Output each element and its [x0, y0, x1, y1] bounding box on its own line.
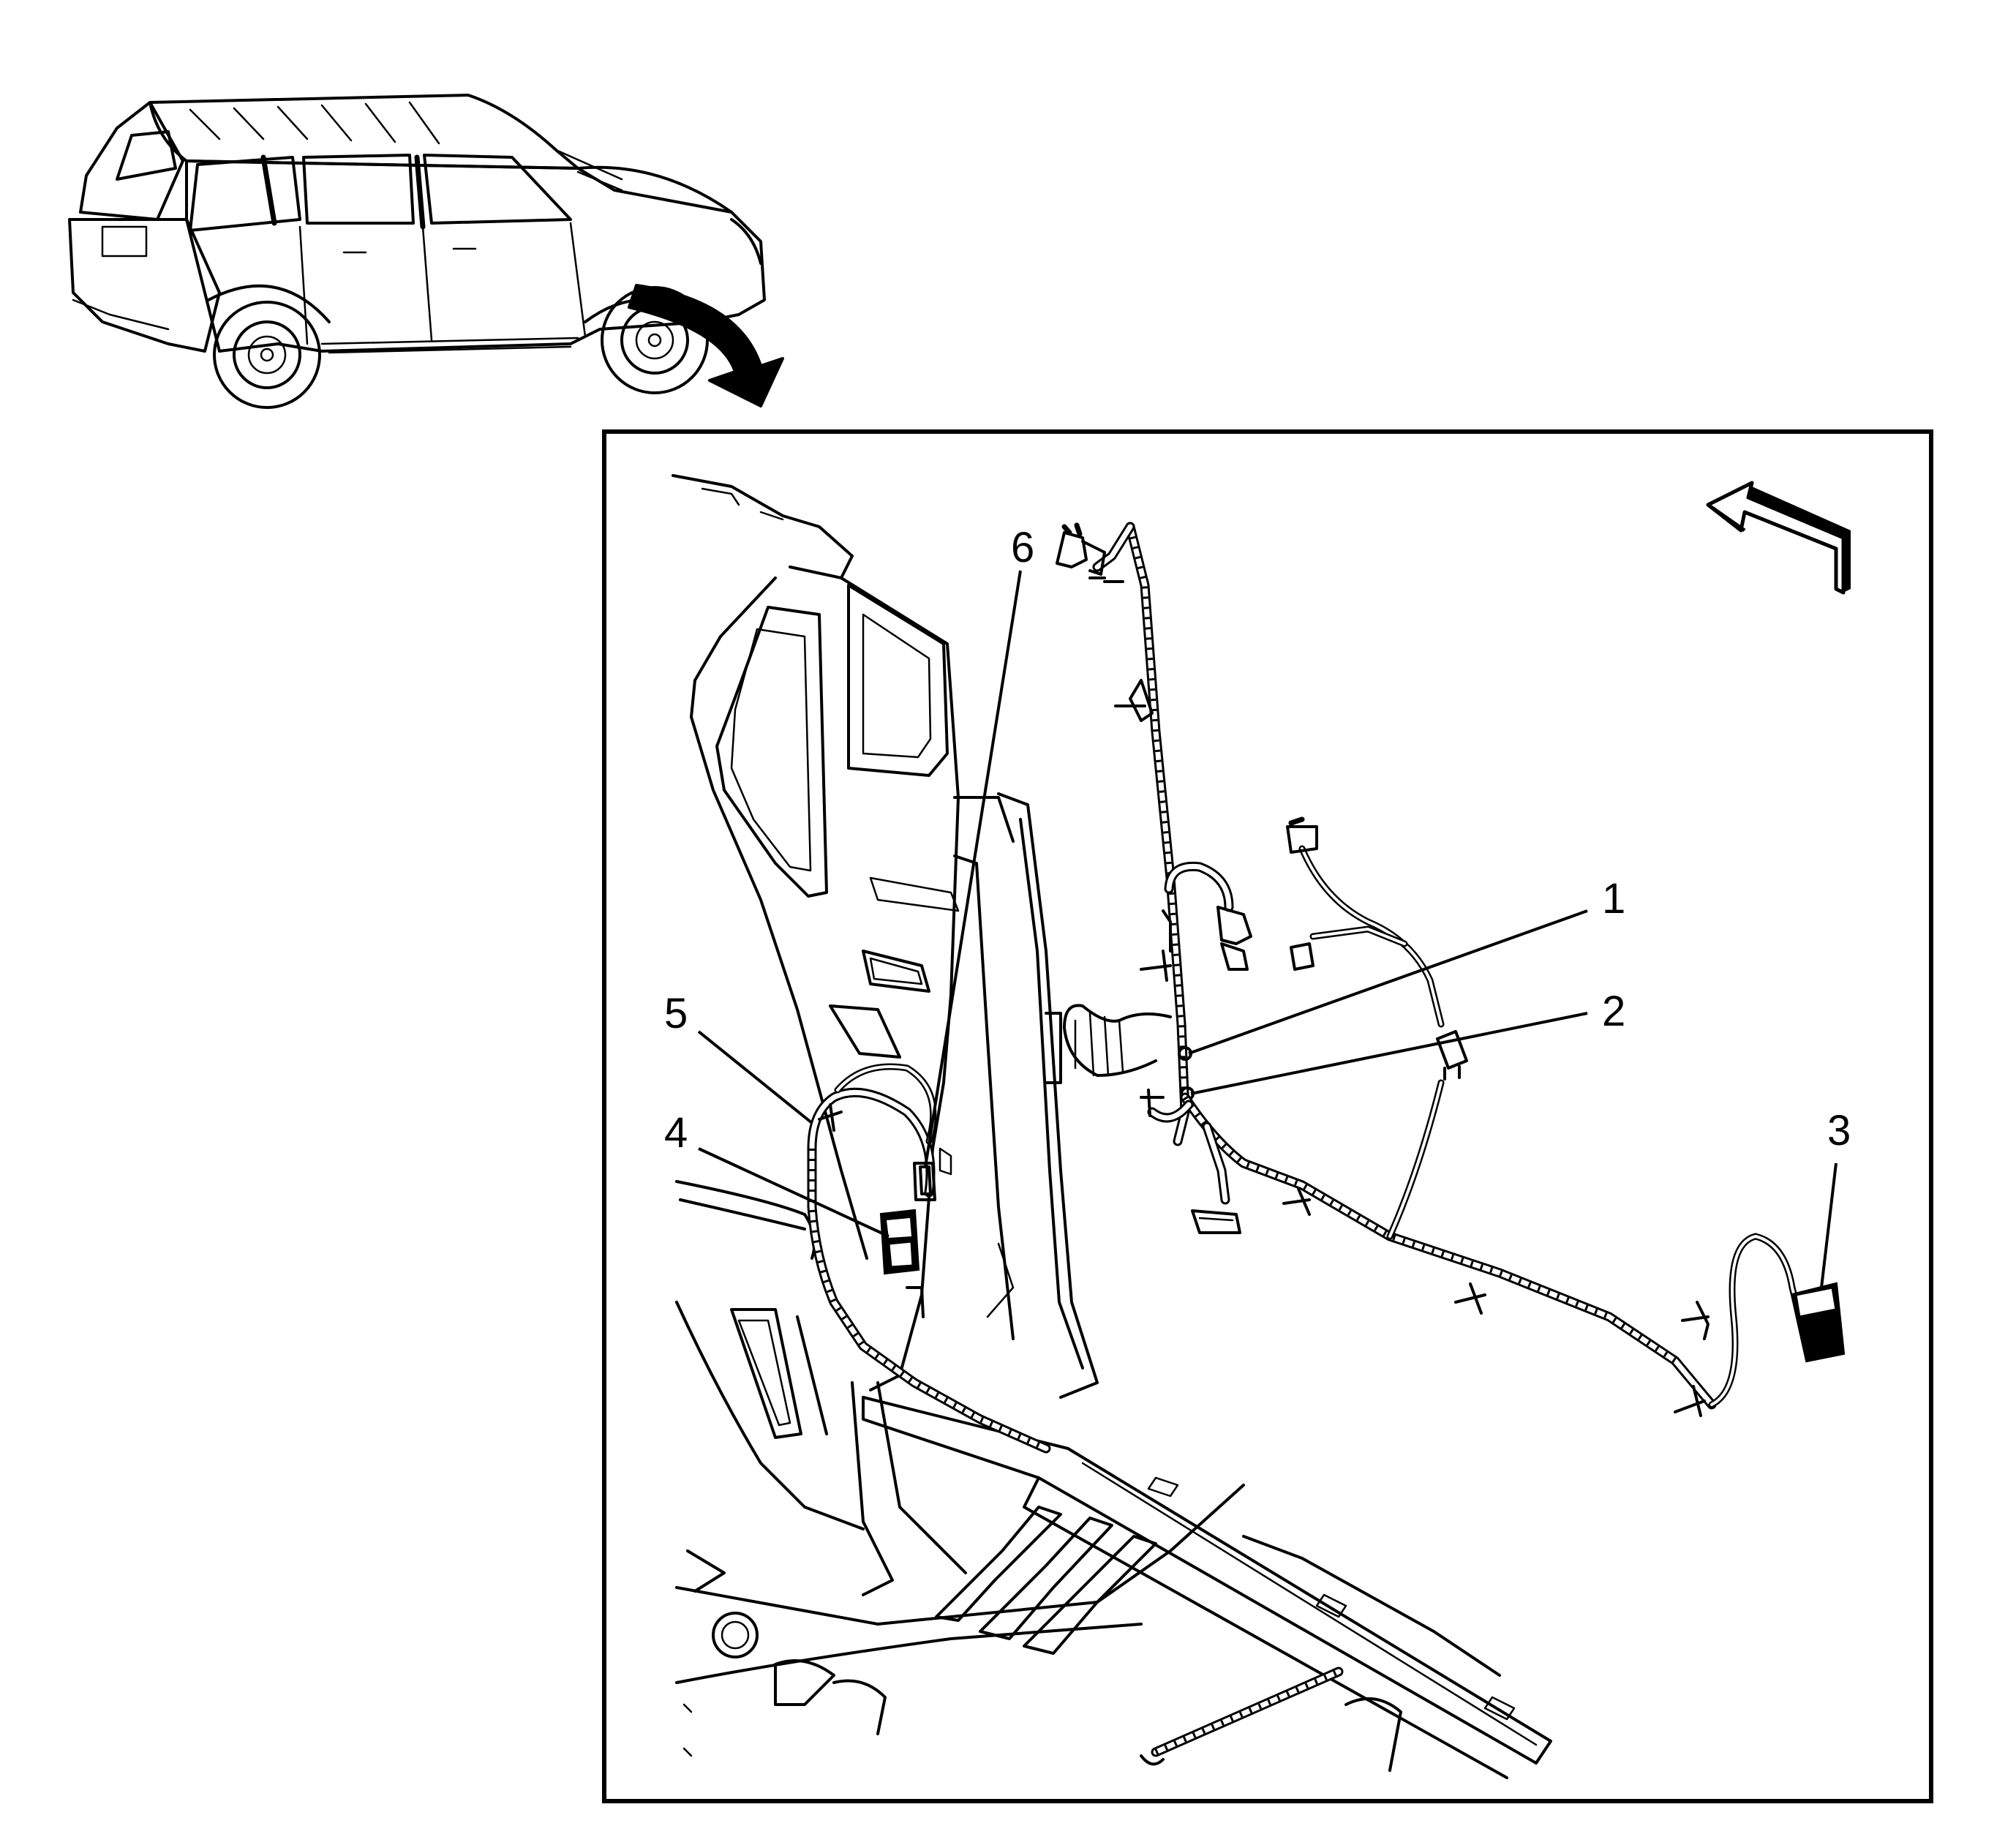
callout-2-leader [1190, 1012, 1588, 1095]
front-direction-arrow-icon [1706, 481, 1851, 595]
component-3-module [1790, 1282, 1846, 1363]
callout-1-label: 1 [1602, 875, 1625, 923]
wiring-harness [1045, 522, 1846, 1417]
detail-view-frame [602, 429, 1933, 1803]
callout-3-label: 3 [1827, 1107, 1851, 1154]
callout-4-label: 4 [664, 1109, 688, 1157]
curved-arrow-icon [628, 284, 784, 407]
callout-1-leader [1188, 909, 1588, 1055]
connector-4 [879, 1209, 920, 1275]
callout-6-label: 6 [1011, 524, 1034, 571]
suv-locator-icon [68, 94, 766, 409]
callout-5-leader [697, 1030, 813, 1124]
callout-3-leader [1820, 1162, 1838, 1288]
callout-4-leader [698, 1147, 889, 1238]
callouts: 1 2 3 4 5 6 [664, 524, 1851, 1288]
body-structure [672, 474, 1552, 1779]
upper-connector [1056, 522, 1106, 579]
callout-2-label: 2 [1602, 988, 1625, 1035]
callout-5-label: 5 [664, 990, 688, 1037]
pillar-harness [807, 1063, 1051, 1454]
callout-6-leader [924, 570, 1022, 1168]
